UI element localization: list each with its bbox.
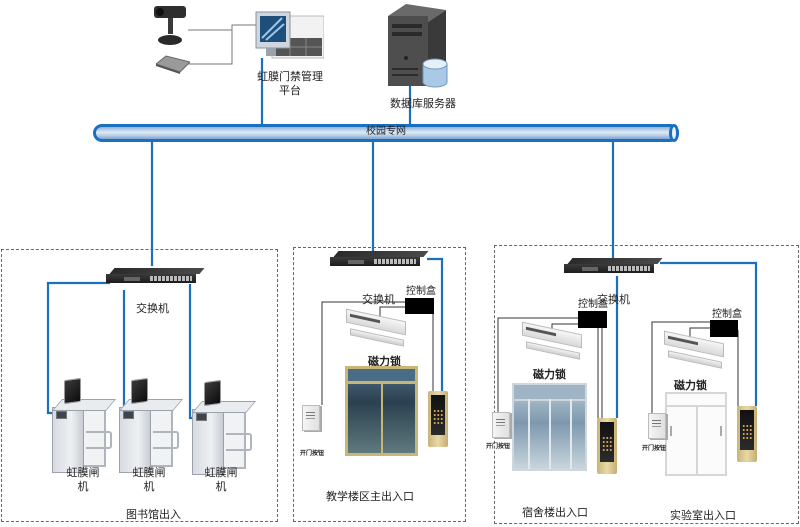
library-switch-label: 交换机 — [136, 302, 169, 315]
zone-dorm-lab — [494, 245, 799, 524]
lab-sliding-door — [665, 392, 727, 476]
dorm-iris-reader — [597, 418, 617, 474]
teaching-exit-link — [321, 301, 405, 405]
lab-zone-title: 实验室出入口 — [670, 509, 736, 522]
teaching-reader-link — [427, 257, 444, 393]
lab-maglock — [664, 330, 724, 369]
dorm-controller-label: 控制盒 — [578, 299, 608, 310]
teaching-iris-reader — [428, 391, 448, 447]
campus-network-label: 校园专网 — [366, 126, 406, 137]
dorm-maglock — [522, 321, 582, 360]
iris-camera-icon — [152, 4, 190, 48]
dorm-exit-button-label: 开门按钮 — [486, 443, 511, 450]
platform-label-line2: 平台 — [279, 84, 301, 97]
library-switch — [106, 268, 205, 284]
workstation-icon — [252, 10, 325, 62]
dorm-switch-label: 交换机 — [597, 293, 630, 306]
teaching-maglock-label: 磁力锁 — [368, 355, 401, 368]
lab-iris-reader — [737, 406, 757, 462]
lab-reader-link — [660, 261, 758, 406]
teaching-switch-label: 交换机 — [362, 293, 395, 306]
dorm-exit-link — [497, 317, 578, 412]
teaching-controller-label: 控制盒 — [406, 286, 436, 297]
platform-label-line1: 虹膜门禁管理 — [257, 70, 323, 83]
db-server-label: 数据库服务器 — [390, 97, 456, 110]
camera-to-pc-link — [188, 24, 258, 31]
teaching-exit-button-label: 开门按钮 — [300, 450, 325, 457]
teaching-maglock — [346, 308, 406, 347]
gate-1-label: 虹膜闸机 — [66, 466, 100, 493]
database-icon — [422, 58, 448, 88]
dorm-maglock-label: 磁力锁 — [533, 368, 566, 381]
dorm-glass-door — [512, 383, 587, 471]
teaching-switch — [330, 251, 429, 267]
library-zone-title: 图书馆出入 — [126, 508, 181, 521]
top-device-links — [186, 24, 258, 65]
lab-exit-button — [648, 413, 666, 439]
dorm-zone-title: 宿舍楼出入口 — [522, 506, 588, 519]
teaching-exit-button — [302, 405, 320, 431]
lab-exit-button-label: 开门按钮 — [642, 445, 667, 452]
lab-maglock-label: 磁力锁 — [674, 379, 707, 392]
iris-gate-1 — [46, 375, 117, 475]
dorm-switch — [564, 258, 663, 274]
lab-exit-link — [651, 321, 710, 414]
lab-control-box — [710, 320, 738, 337]
zone-teaching — [293, 247, 466, 522]
iris-gate-3 — [186, 377, 257, 477]
dorm-exit-button — [492, 412, 510, 438]
zone-library — [1, 249, 278, 522]
gate-2-label: 虹膜闸机 — [132, 466, 166, 493]
dorm-control-box — [578, 311, 607, 328]
platform-label: 虹膜门禁管理 平台 — [242, 70, 338, 98]
bus-end-cap — [669, 124, 679, 142]
teaching-zone-title: 教学楼区主出入口 — [326, 490, 414, 503]
teaching-glass-door — [345, 366, 418, 456]
teaching-control-box — [405, 298, 434, 314]
iris-gate-2 — [113, 375, 184, 475]
card-reader-icon — [154, 54, 191, 74]
lab-controller-label: 控制盒 — [712, 309, 742, 320]
gate-3-label: 虹膜闸机 — [204, 466, 238, 493]
reader-to-pc-link — [186, 30, 233, 65]
